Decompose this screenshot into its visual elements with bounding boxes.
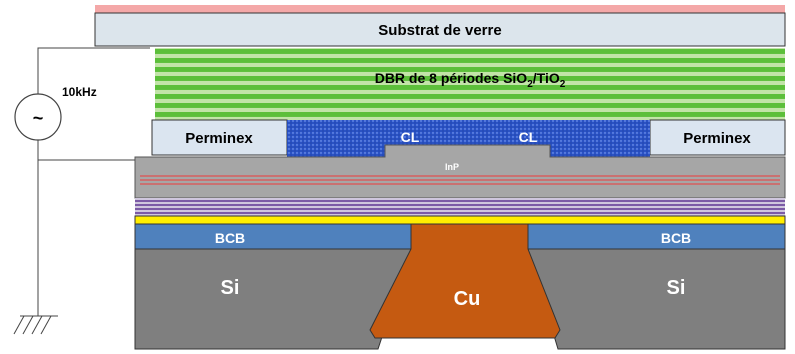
dbr-stripe	[155, 49, 785, 54]
dbr-stripe	[155, 94, 785, 99]
ac-source-icon	[14, 93, 62, 141]
dbr-stripe	[155, 103, 785, 108]
cl-left-label: CL	[401, 129, 420, 145]
dbr-label: DBR de 8 périodes SiO2/TiO2	[375, 70, 566, 90]
dbr-stripe	[155, 85, 785, 90]
si-left-label: Si	[221, 277, 240, 299]
copper-via	[369, 223, 561, 339]
bcb-left	[134, 223, 412, 250]
cu-label: Cu	[454, 288, 481, 310]
glass-substrate	[94, 12, 786, 47]
yellow-contact-layer	[134, 215, 786, 225]
cl-right-label: CL	[519, 129, 538, 145]
top-pink-layer	[95, 5, 785, 13]
bcb-left-label: BCB	[215, 230, 245, 246]
si-right	[527, 248, 786, 350]
si-right-label: Si	[667, 277, 686, 299]
bcb-right	[527, 223, 786, 250]
glass-substrate-label: Substrat de verre	[378, 22, 501, 39]
dbr-mirror	[155, 48, 785, 120]
ac-circuit	[13, 47, 150, 335]
dbr-stripe	[155, 58, 785, 63]
ac-source-symbol: ~	[33, 108, 44, 128]
dbr-stripe	[155, 112, 785, 117]
si-left	[134, 248, 412, 350]
dbr-stripe	[155, 76, 785, 81]
purple-multilayer	[135, 198, 785, 216]
perminex-left-label: Perminex	[185, 130, 253, 147]
frequency-label: 10kHz	[62, 85, 97, 99]
inp-label: InP	[445, 162, 459, 172]
bcb-right-label: BCB	[661, 230, 691, 246]
dbr-stripe	[155, 67, 785, 72]
perminex-right-label: Perminex	[683, 130, 751, 147]
